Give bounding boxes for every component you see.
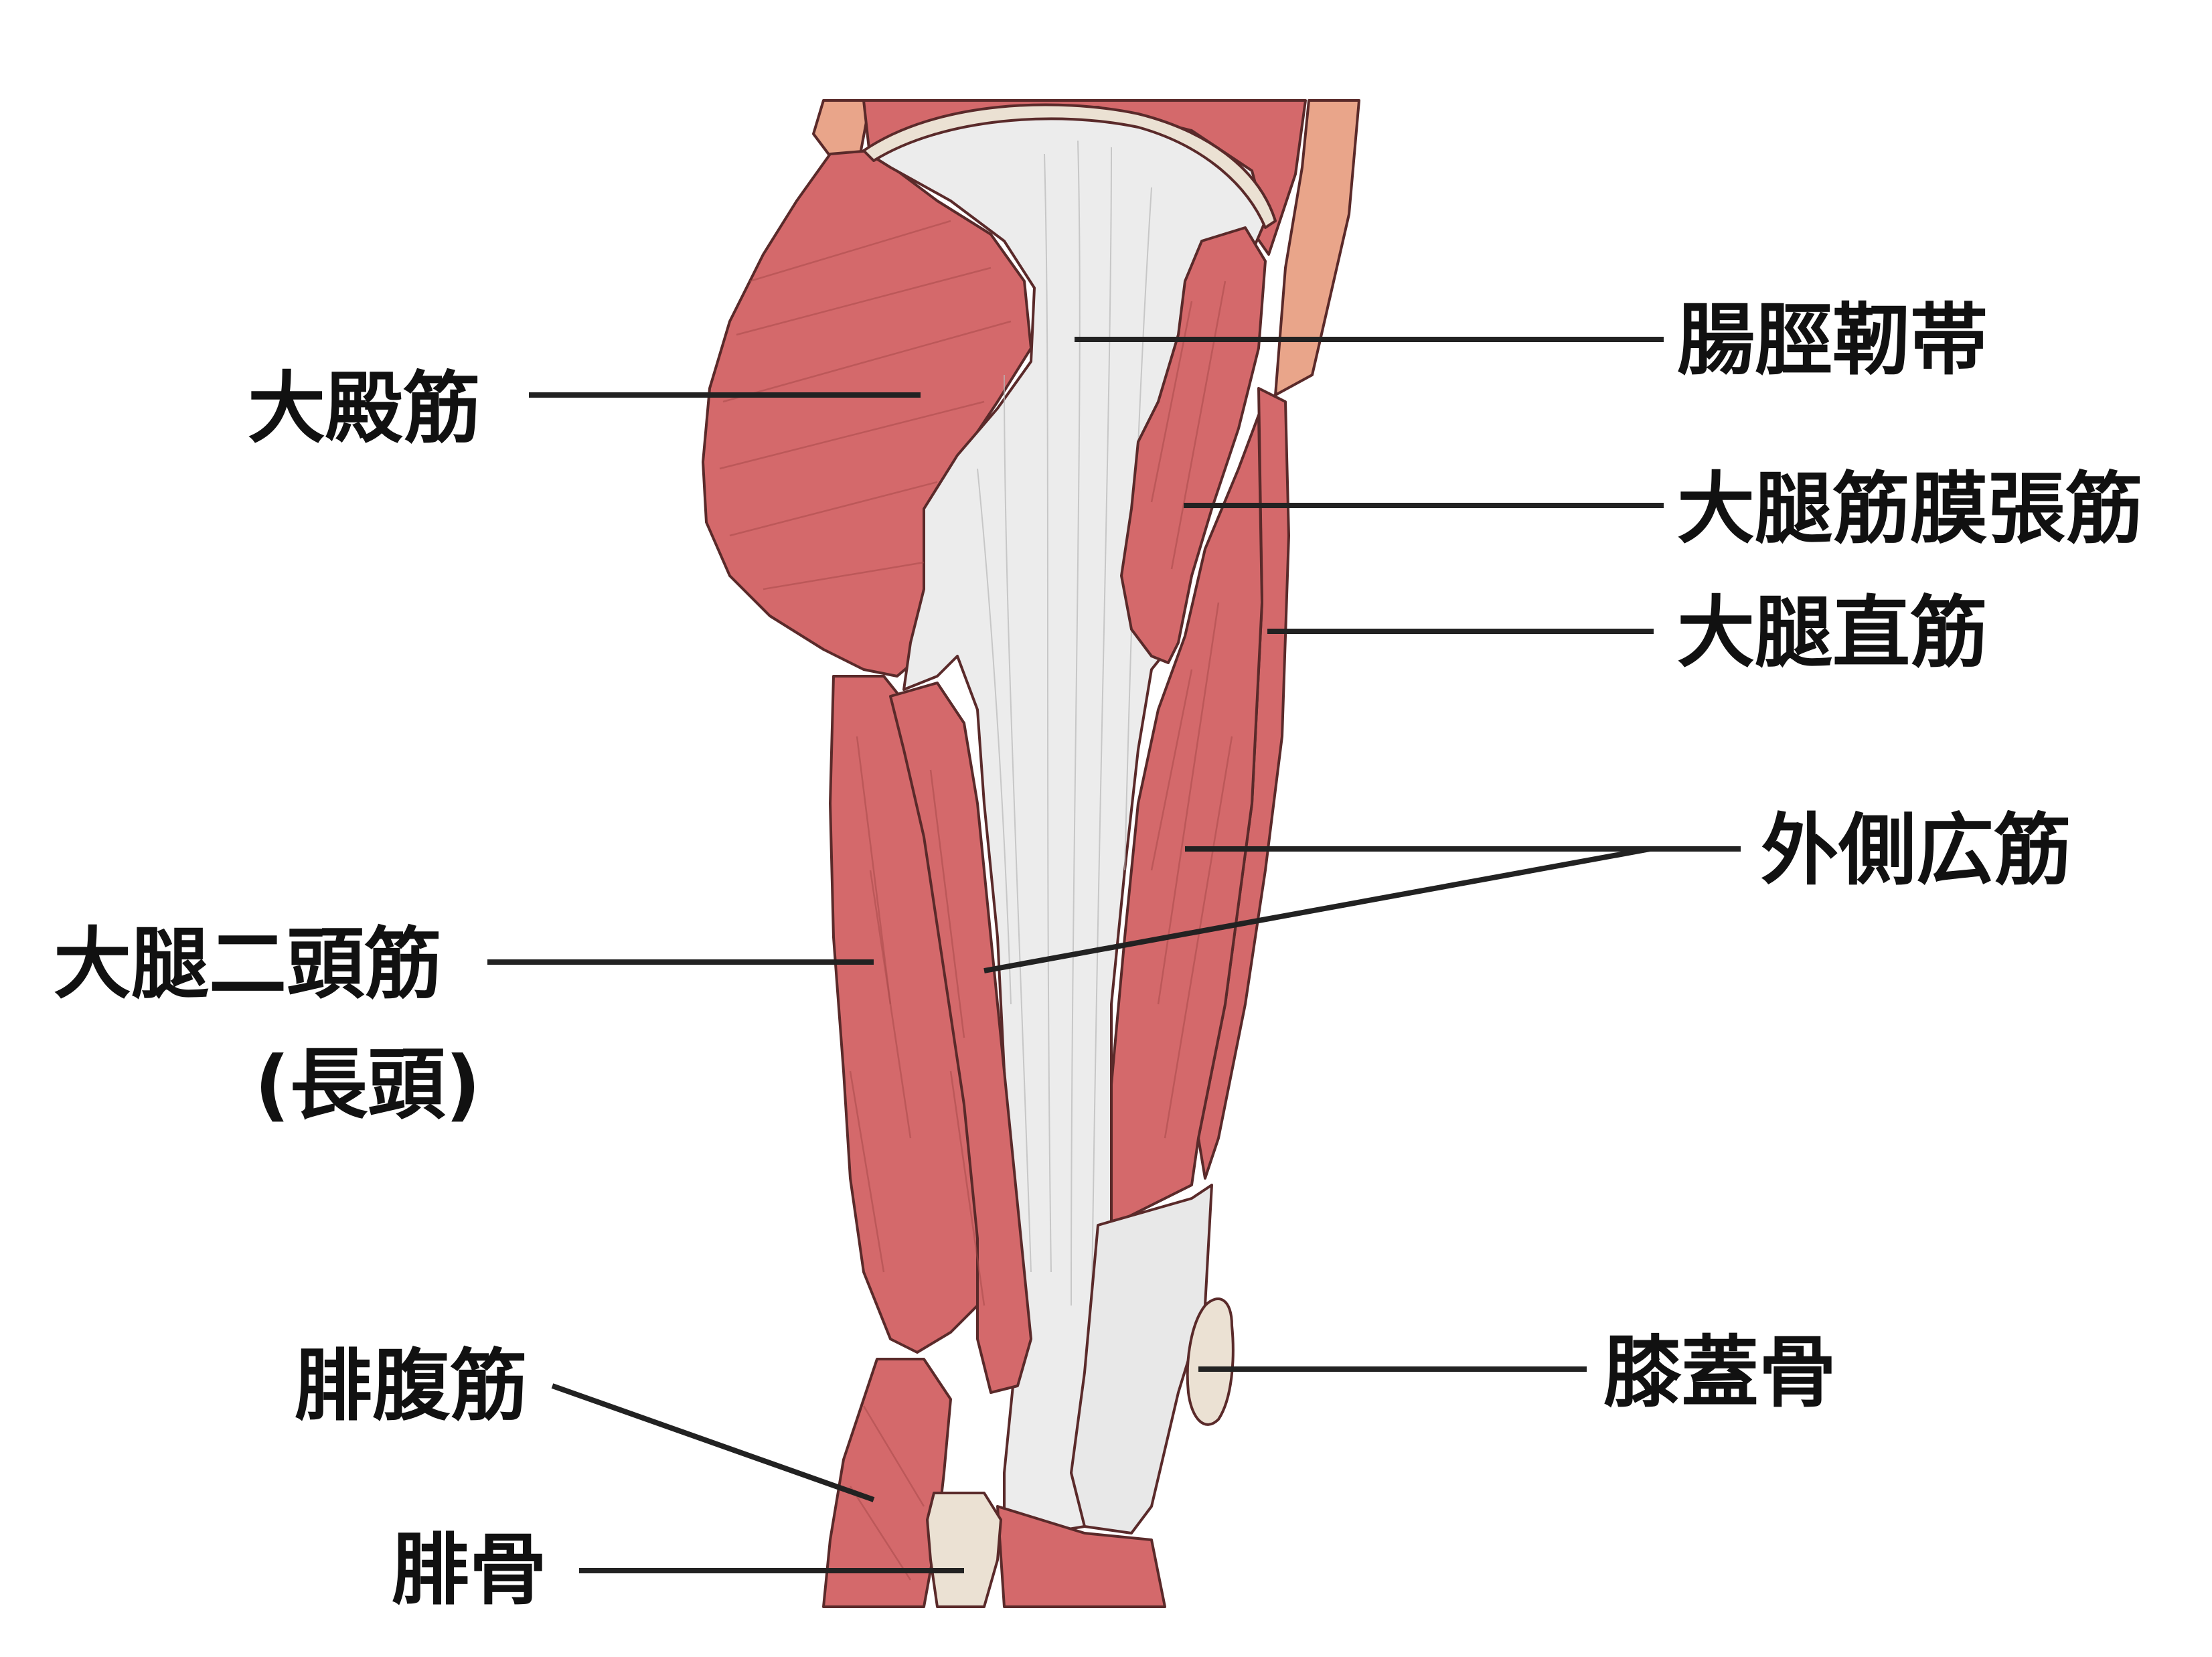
lower-leg-muscle-front: [996, 1505, 1166, 1608]
labels: 大殿筋 腸脛靭帯 大腿筋膜張筋 大腿直筋 外側広筋 大腿二頭筋 (長頭) 腓腹筋…: [54, 295, 2143, 1615]
label-fibula: 腓骨: [392, 1525, 547, 1615]
tensor-fasciae-latae-muscle: [1120, 226, 1267, 664]
label-rectus-femoris: 大腿直筋: [1677, 588, 1988, 678]
label-tensor-fasciae-latae: 大腿筋膜張筋: [1677, 464, 2143, 554]
patella-bone: [1186, 1297, 1235, 1426]
iliac-crest: [862, 103, 1277, 229]
leader-vastus-lateralis-2: [983, 846, 1651, 973]
knee-tendon-area: [1070, 1184, 1213, 1534]
fibula-bone: [926, 1492, 1002, 1608]
label-gluteus-maximus: 大殿筋: [248, 364, 481, 454]
label-biceps-femoris: 大腿二頭筋: [54, 919, 442, 1010]
vastus-lateralis-posterior: [889, 682, 1032, 1394]
leader-lines: [487, 337, 1741, 1573]
skin-right: [1274, 99, 1360, 396]
leader-gastrocnemius: [551, 1383, 875, 1502]
label-gastrocnemius: 腓腹筋: [295, 1341, 528, 1431]
thigh-illustration: [702, 99, 1360, 1608]
label-vastus-lateralis: 外側広筋: [1761, 805, 2071, 896]
label-iliotibial-band: 腸脛靭帯: [1677, 295, 1988, 386]
label-patella: 膝蓋骨: [1603, 1328, 1836, 1418]
label-biceps-femoris-long-head: (長頭): [254, 1040, 481, 1130]
